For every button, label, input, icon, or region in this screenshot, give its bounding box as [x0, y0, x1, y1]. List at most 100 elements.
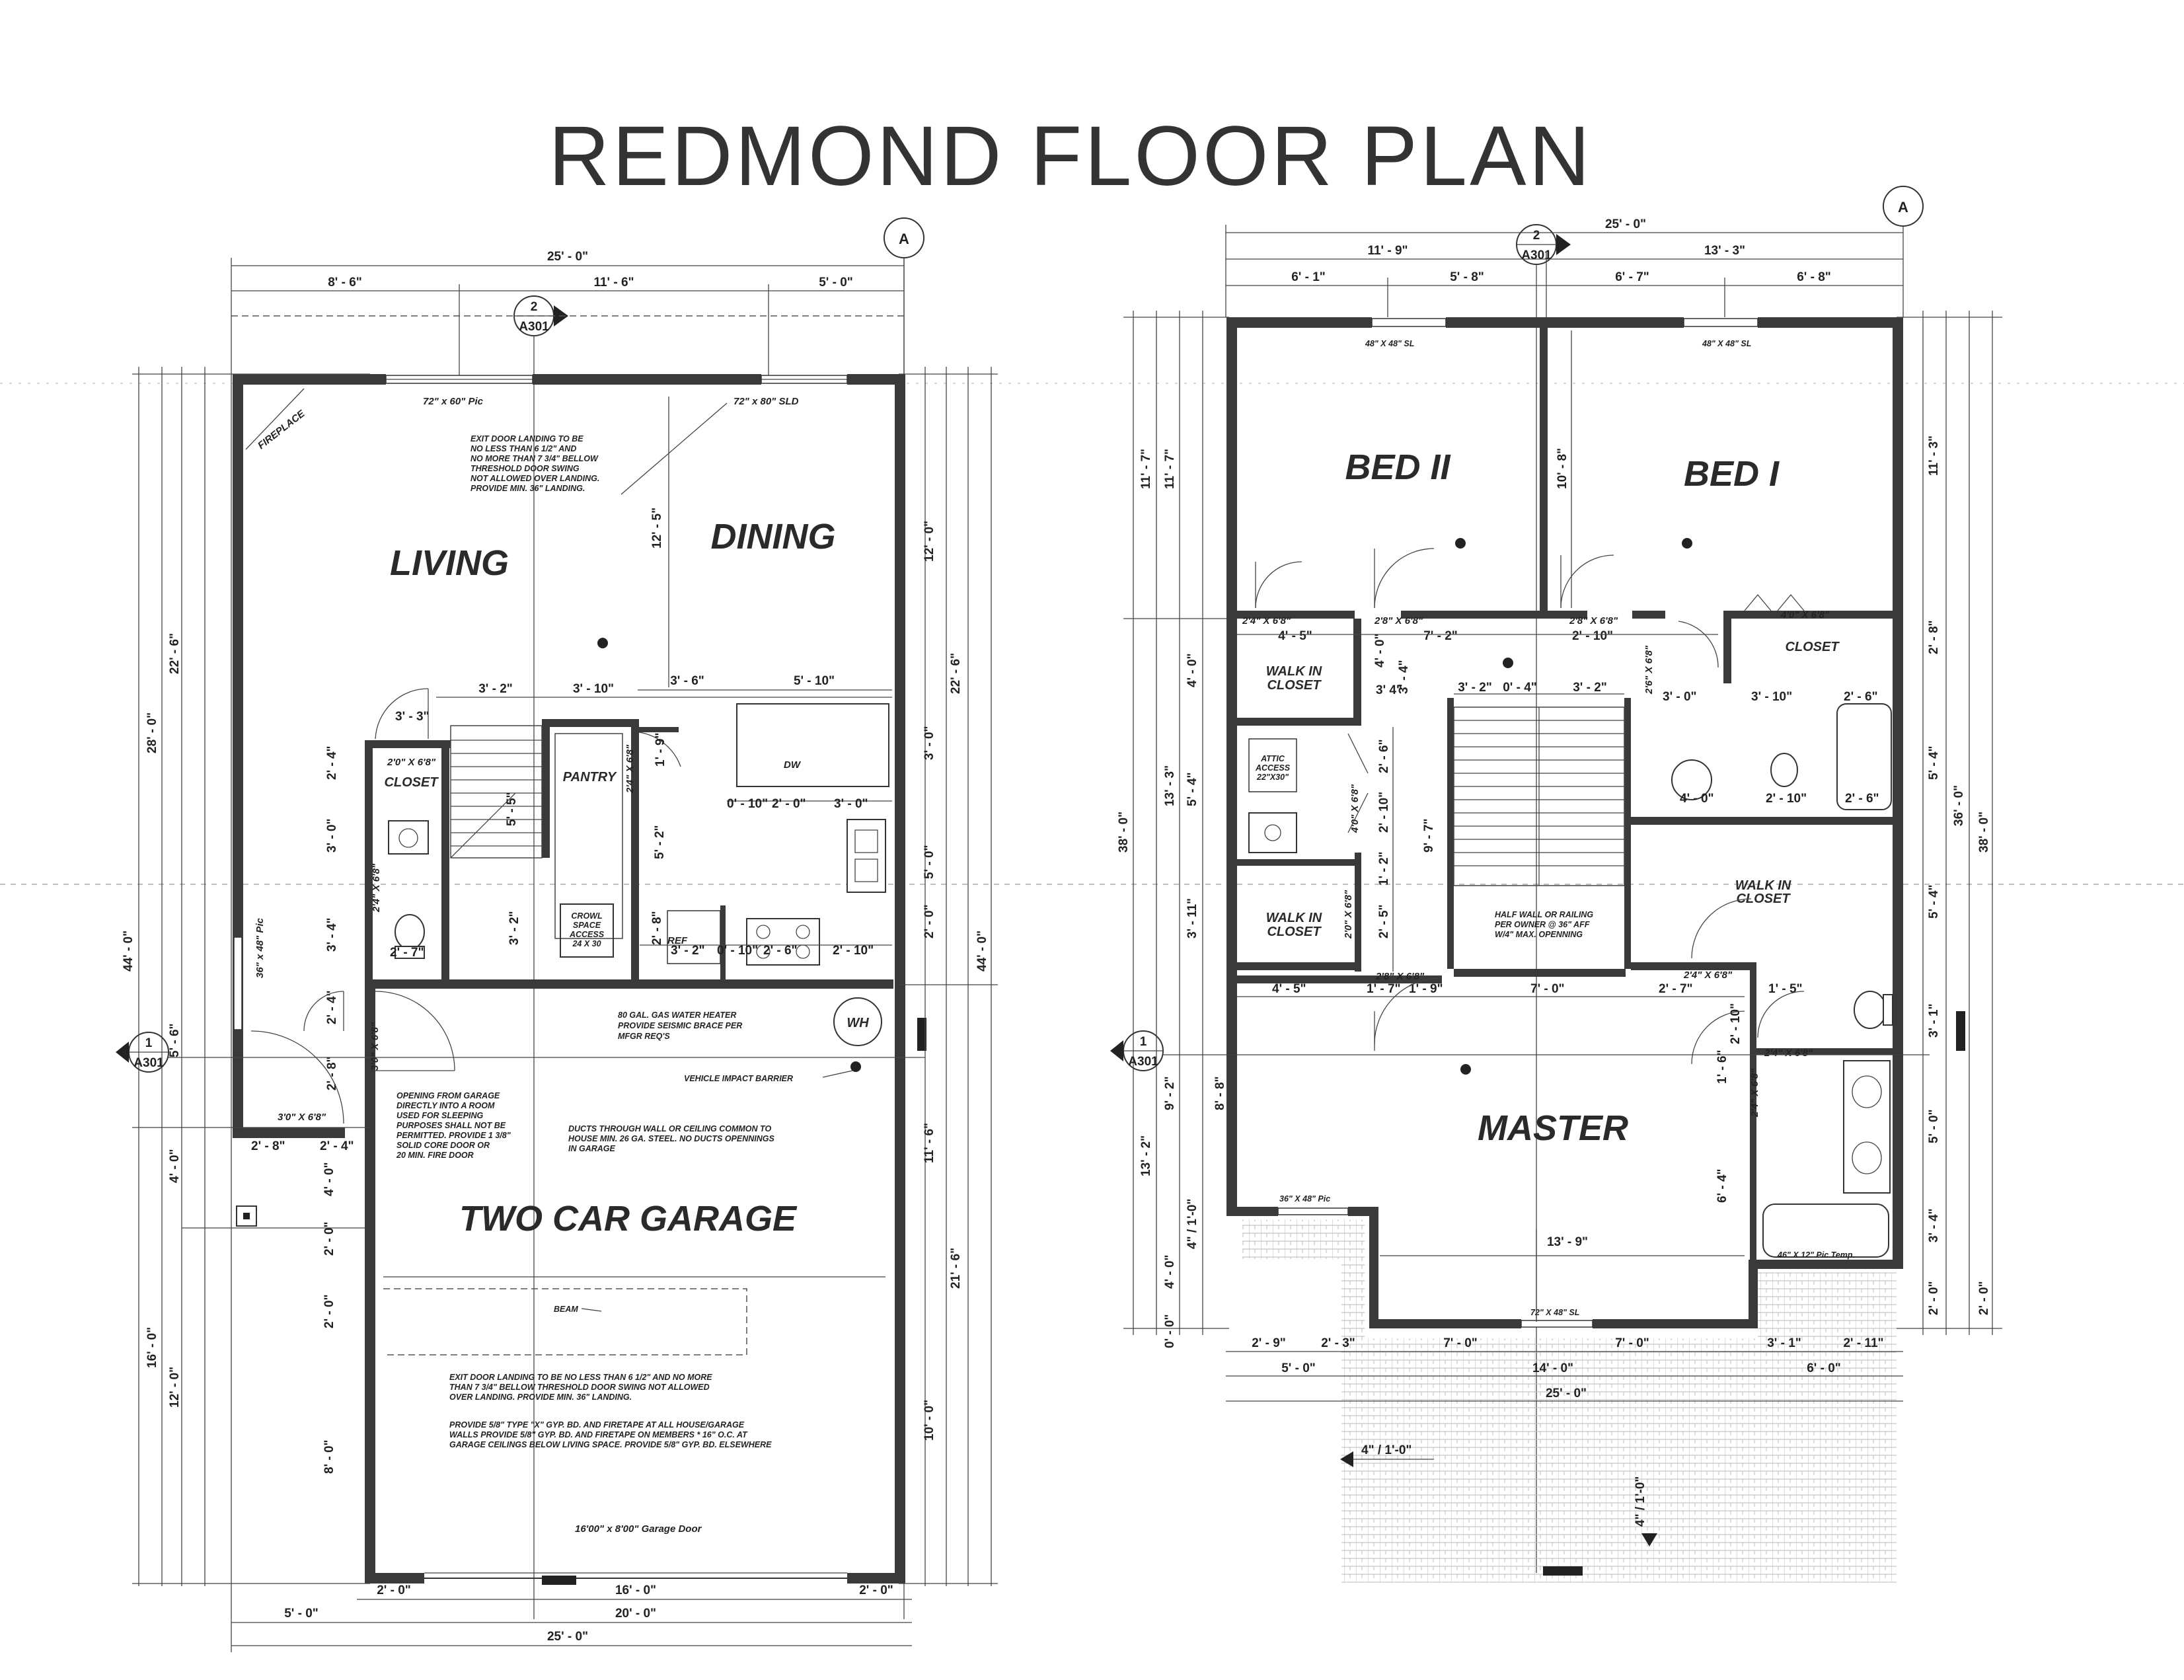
dim-left-12: 12' - 0": [168, 1367, 182, 1408]
walkin2-label-2: CLOSET: [1267, 925, 1322, 939]
dim-bot-16: 16' - 0": [615, 1584, 656, 1597]
dim-right-21-6: 21' - 6": [949, 1248, 963, 1289]
svg-text:OPENING FROM GARAGE: OPENING FROM GARAGE: [396, 1091, 500, 1100]
dim-left-2a: 2' - 0": [322, 1221, 336, 1256]
room-dining: DINING: [711, 517, 836, 556]
svg-text:80 GAL. GAS WATER HEATER: 80 GAL. GAS WATER HEATER: [618, 1011, 736, 1020]
walkin3-label-1: WALK IN: [1735, 878, 1791, 893]
svg-text:HALF WALL OR RAILING: HALF WALL OR RAILING: [1495, 910, 1593, 919]
door-g-label: 2'4" X 6'8": [1764, 1048, 1813, 1059]
svg-text:20 MIN. FIRE DOOR: 20 MIN. FIRE DOOR: [396, 1151, 474, 1160]
dim-2-6b-up: 2' - 6": [1377, 739, 1391, 773]
sheet-title: REDMOND FLOOR PLAN: [548, 109, 1593, 204]
upper-interior-walls: [1237, 317, 1903, 1269]
dim-4-5b-up: 4' - 5": [1272, 982, 1306, 996]
walkin2-label-1: WALK IN: [1266, 911, 1322, 925]
dim-right-12: 12' - 0": [923, 521, 936, 562]
dim-1-6-up: 1' - 6": [1715, 1050, 1729, 1084]
dim-left-3-4: 3' - 4": [325, 917, 339, 952]
dim-left-16: 16' - 0": [145, 1327, 159, 1368]
svg-text:PURPOSES SHALL NOT BE: PURPOSES SHALL NOT BE: [396, 1121, 506, 1130]
dim-up-right-11-3: 11' - 3": [1927, 436, 1941, 476]
dim-9-7: 9' - 7": [1422, 818, 1436, 853]
roof-slope-a: 4" / 1'-0": [1186, 1199, 1199, 1249]
fireplace-label: FIREPLACE: [256, 408, 307, 451]
dim-3-2: 3' - 2": [478, 682, 513, 696]
dim-up-left-11-7b: 11' - 7": [1163, 449, 1177, 489]
dim-3-2a-up: 3' - 2": [1458, 681, 1492, 695]
dim-up-top-5-8: 5' - 8": [1450, 270, 1484, 284]
dim-2-8c: 2' - 8": [251, 1139, 285, 1153]
door-h-label: 2'4" X 6'8": [1749, 1068, 1760, 1118]
section-marker-side-upper: 1 A301: [1110, 1030, 1164, 1071]
door-b-label: 2'8" X 6'8": [1374, 615, 1423, 627]
svg-text:SOLID CORE DOOR OR: SOLID CORE DOOR OR: [396, 1141, 490, 1150]
svg-text:2: 2: [1533, 229, 1540, 243]
upper-left-dimensions: 11' - 7" 11' - 7" 38' - 0" 13' - 3" 13' …: [1117, 311, 1229, 1348]
walkin1-label-2: CLOSET: [1267, 678, 1322, 693]
dim-up-bot-2-11: 2' - 11": [1843, 1336, 1883, 1350]
dim-right-2: 2' - 0": [923, 904, 936, 938]
dim-up-bot-7b: 7' - 0": [1615, 1336, 1649, 1350]
dim-up-right-3-1: 3' - 1": [1927, 1003, 1941, 1038]
svg-text:1: 1: [145, 1036, 153, 1050]
dim-right-5: 5' - 0": [923, 845, 936, 879]
vehicle-barrier-label: VEHICLE IMPACT BARRIER: [684, 1074, 793, 1083]
dim-up-left-4a: 4' - 0": [1186, 653, 1199, 687]
dim-left-3-0: 3' - 0": [325, 818, 339, 853]
dim-2-8: 2' - 8": [650, 911, 664, 945]
dim-up-right-36: 36' - 0": [1952, 785, 1966, 826]
svg-text:WALLS PROVIDE 5/8" GYP. BD. A: WALLS PROVIDE 5/8" GYP. BD. AND FIRETAPE…: [449, 1430, 748, 1439]
ground-interior-walls: [365, 719, 893, 991]
dim-right-22-6: 22' - 6": [949, 653, 963, 694]
tub-hall: [1836, 703, 1892, 810]
dim-up-top-6-7: 6' - 7": [1615, 270, 1649, 284]
svg-text:PROVIDE SEISMIC BRACE PER: PROVIDE SEISMIC BRACE PER: [618, 1021, 742, 1030]
dim-left-2-8b: 2' - 8": [325, 1056, 339, 1090]
dim-7-0-up: 7' - 0": [1530, 982, 1565, 996]
dim-3-2b-up: 3' - 2": [1573, 681, 1607, 695]
tub-master: [1762, 1203, 1889, 1258]
svg-text:A301: A301: [133, 1056, 164, 1070]
svg-text:ACCESS: ACCESS: [569, 930, 605, 939]
svg-text:PER OWNER @ 36" AFF: PER OWNER @ 36" AFF: [1495, 920, 1590, 929]
kitchen-sink: [847, 819, 886, 893]
dim-up-left-9-2: 9' - 2": [1163, 1076, 1177, 1110]
room-master: MASTER: [1478, 1108, 1628, 1148]
section-marker-side: 1 A301: [116, 1032, 169, 1073]
dim-2-10c-up: 2' - 10": [1766, 792, 1807, 806]
svg-text:PROVIDE MIN. 36" LANDING.: PROVIDE MIN. 36" LANDING.: [471, 484, 585, 493]
right-dimensions: 12' - 0" 3' - 0" 5' - 0" 2' - 0" 11' - 6…: [899, 367, 998, 1586]
dim-up-right-5-4b: 5' - 4": [1927, 884, 1941, 919]
svg-text:PERMITTED. PROVIDE 1 3/8": PERMITTED. PROVIDE 1 3/8": [396, 1131, 511, 1140]
dim-left-28: 28' - 0": [145, 712, 159, 753]
svg-text:GARAGE CEILINGS BELOW LIVING S: GARAGE CEILINGS BELOW LIVING SPACE. PROV…: [449, 1440, 772, 1449]
dim-1-9: 1' - 9": [654, 732, 667, 767]
dim-2-7-up: 2' - 7": [1659, 982, 1693, 996]
range: [746, 918, 820, 966]
win-master-b-label: 72" X 48" SL: [1530, 1308, 1579, 1317]
dim-2-6c-up: 2' - 6": [1845, 792, 1879, 806]
ref-label: REF: [667, 935, 688, 946]
dim-13-9: 13' - 9": [1547, 1235, 1588, 1249]
svg-text:USED FOR SLEEPING: USED FOR SLEEPING: [396, 1111, 484, 1120]
pantry-door-label: 2'4" X 6'8": [624, 744, 636, 794]
dim-top-c: 5' - 0": [819, 276, 853, 289]
dim-living-12-5: 12' - 5": [650, 508, 664, 549]
dim-up-top-6-8: 6' - 8": [1797, 270, 1831, 284]
ground-floor-plan: A 2 A301 25' - 0" 8' - 6" 11' - 6" 5' - …: [116, 217, 998, 1652]
dim-up-bot-2-3: 2' - 3": [1321, 1336, 1355, 1350]
dim-left-8: 8' - 0": [322, 1439, 336, 1474]
dim-left-4b: 4' - 0": [322, 1162, 336, 1196]
win-bed2-label: 48" X 48" SL: [1365, 339, 1414, 348]
dim-up-right-2a: 2' - 0": [1927, 1281, 1941, 1315]
dim-left-2b: 2' - 0": [322, 1294, 336, 1328]
dim-left-44: 44' - 0": [122, 931, 135, 972]
dim-3-10: 3' - 10": [573, 682, 614, 696]
dim-2-10b-up: 2' - 10": [1377, 792, 1391, 833]
dim-up-bot-25: 25' - 0": [1546, 1387, 1587, 1400]
dim-2-6: 2' - 6": [763, 944, 798, 958]
water-heater-label: WH: [847, 1016, 869, 1030]
walkin3-label-2: CLOSET: [1736, 892, 1791, 906]
dim-up-right-3-4: 3' - 4": [1927, 1208, 1941, 1242]
